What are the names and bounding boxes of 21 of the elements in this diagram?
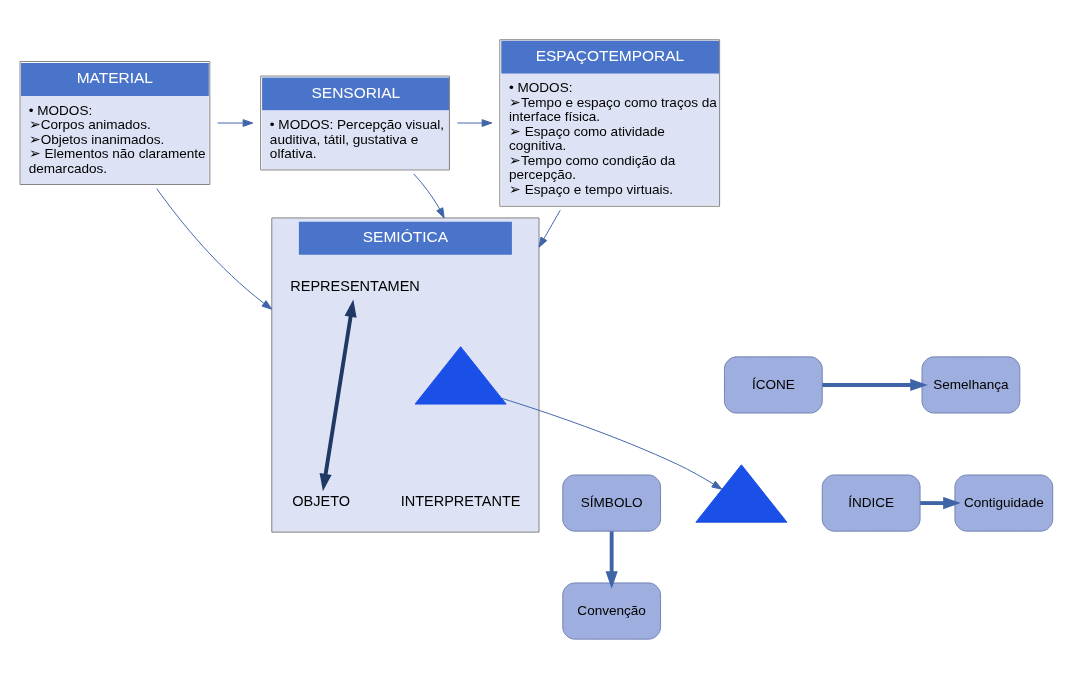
node-triangle [695,464,788,523]
node-triangle [414,346,507,405]
node-box: SÍMBOLO [562,474,662,532]
arrow [822,378,928,392]
node-text: OBJETO [292,493,351,510]
arrow [605,531,618,589]
arrow [217,119,254,127]
node-box: Contiguidade [954,474,1054,532]
arrow [501,397,723,490]
node-box: ÍNDICE [821,474,921,532]
arrow [319,299,357,492]
node-box: ÍCONE [724,356,823,414]
arrow [413,173,445,219]
node-text: REPRESENTAMEN [290,278,420,295]
arrow [538,209,561,248]
arrow [156,188,273,310]
node-box: Convenção [562,582,662,640]
node-text: INTERPRETANTE [400,493,521,510]
arrow [920,496,961,510]
node-box: Semelhança [921,356,1021,414]
arrow [456,119,493,127]
